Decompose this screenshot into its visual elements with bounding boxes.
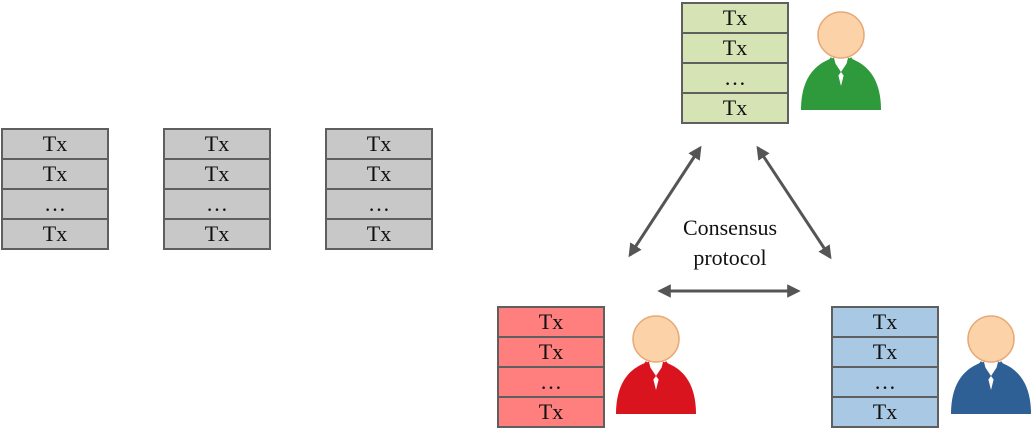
chain-block-1: Tx Tx … Tx	[1, 128, 109, 250]
tx-row: Tx	[497, 396, 605, 428]
user-green-icon	[801, 11, 881, 110]
arrow-green-blue	[756, 145, 832, 260]
tx-row-ellipsis: …	[681, 62, 789, 94]
tx-row: Tx	[163, 128, 271, 160]
tx-row: Tx	[325, 158, 433, 190]
consensus-label: Consensus protocol	[640, 213, 820, 273]
tx-row: Tx	[1, 218, 109, 250]
tx-row-ellipsis: …	[1, 188, 109, 220]
tx-row: Tx	[325, 218, 433, 250]
tx-row: Tx	[163, 218, 271, 250]
consensus-label-line2: protocol	[693, 245, 767, 270]
node-block-blue: Tx Tx … Tx	[831, 306, 939, 428]
user-blue-icon	[951, 315, 1031, 414]
chain-block-2: Tx Tx … Tx	[163, 128, 271, 250]
tx-row-ellipsis: …	[497, 366, 605, 398]
tx-row: Tx	[681, 2, 789, 34]
tx-row: Tx	[831, 396, 939, 428]
node-block-red: Tx Tx … Tx	[497, 306, 605, 428]
tx-row: Tx	[1, 128, 109, 160]
user-red-icon	[616, 315, 696, 414]
arrow-green-red	[628, 145, 702, 258]
tx-row-ellipsis: …	[163, 188, 271, 220]
chain-block-3: Tx Tx … Tx	[325, 128, 433, 250]
tx-row: Tx	[681, 92, 789, 124]
consensus-label-line1: Consensus	[682, 215, 778, 240]
tx-row: Tx	[831, 306, 939, 338]
node-block-green: Tx Tx … Tx	[681, 2, 789, 124]
